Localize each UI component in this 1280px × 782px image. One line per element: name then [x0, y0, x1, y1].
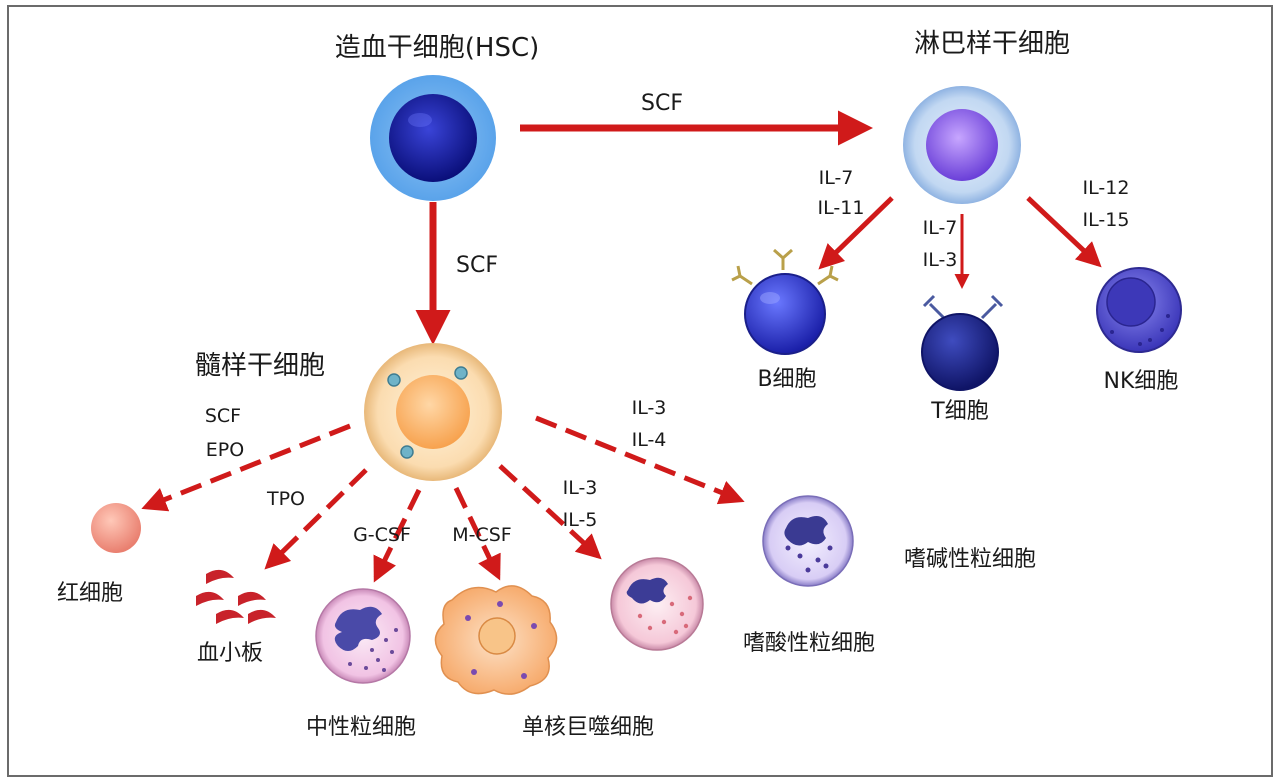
factor-hsc-to-myeloid: SCF: [456, 253, 498, 278]
lymphoid-label: 淋巴样干细胞: [914, 29, 1070, 59]
factor-to-eosinophil-2: IL-5: [563, 509, 598, 531]
factor-to-basophil-2: IL-4: [632, 429, 667, 451]
macrophage-cell: [434, 585, 558, 695]
t-cell-label: T细胞: [930, 399, 988, 424]
macrophage-label: 单核巨噬细胞: [522, 715, 654, 740]
solid-arrows: [415, 110, 1102, 345]
factor-to-neutrophil: G-CSF: [353, 524, 411, 546]
hsc-label: 造血干细胞(HSC): [335, 33, 540, 63]
rbc-label: 红细胞: [57, 581, 123, 606]
myeloid-stem-cell: [364, 343, 502, 481]
factor-labels: SCF SCF IL-7 IL-11 IL-7 IL-3 IL-12 IL-15…: [205, 91, 1130, 546]
platelet-label: 血小板: [197, 641, 263, 666]
factor-to-b-2: IL-11: [818, 197, 865, 219]
factor-to-rbc-1: SCF: [205, 405, 241, 427]
rbc-cell: [91, 503, 141, 553]
arrow-lymphoid-to-b: [818, 196, 894, 270]
factor-to-eosinophil-1: IL-3: [563, 477, 598, 499]
b-cell-label: B细胞: [757, 367, 816, 392]
t-cell: [921, 294, 1004, 391]
factor-to-t-1: IL-7: [923, 217, 958, 239]
neutrophil-cell: [315, 588, 411, 684]
nk-cell: [1096, 267, 1182, 353]
diagram-frame: [7, 5, 1273, 777]
factor-to-nk-1: IL-12: [1083, 177, 1130, 199]
b-cell: [731, 248, 839, 355]
dashed-arrows: [141, 415, 745, 583]
factor-to-t-2: IL-3: [923, 249, 958, 271]
arrow-myeloid-to-platelet: [264, 468, 368, 570]
factor-to-basophil-1: IL-3: [632, 397, 667, 419]
eosinophil-cell: [610, 557, 704, 651]
arrow-myeloid-to-rbc: [141, 423, 351, 512]
arrow-lymphoid-to-nk: [1026, 196, 1102, 268]
hsc-cell: [370, 75, 496, 201]
factor-to-b-1: IL-7: [819, 167, 854, 189]
nk-cell-label: NK细胞: [1104, 369, 1179, 394]
neutrophil-label: 中性粒细胞: [306, 715, 416, 740]
factor-to-platelet: TPO: [266, 488, 305, 510]
arrow-myeloid-to-neutrophil: [373, 488, 422, 583]
myeloid-label: 髓样干细胞: [195, 351, 325, 381]
arrow-myeloid-to-macrophage: [453, 486, 501, 581]
platelets: [196, 569, 276, 624]
factor-to-rbc-2: EPO: [206, 439, 244, 461]
factor-to-nk-2: IL-15: [1083, 209, 1130, 231]
eosinophil-label: 嗜酸性粒细胞: [743, 631, 875, 656]
basophil-cell: [762, 495, 854, 587]
basophil-label: 嗜碱性粒细胞: [904, 547, 1036, 572]
arrow-myeloid-to-eosinophil: [498, 464, 602, 560]
factor-to-macrophage: M-CSF: [452, 524, 512, 546]
arrow-myeloid-to-basophil: [535, 415, 745, 505]
factor-hsc-to-lymphoid: SCF: [641, 91, 683, 116]
lymphoid-stem-cell: [903, 86, 1021, 204]
